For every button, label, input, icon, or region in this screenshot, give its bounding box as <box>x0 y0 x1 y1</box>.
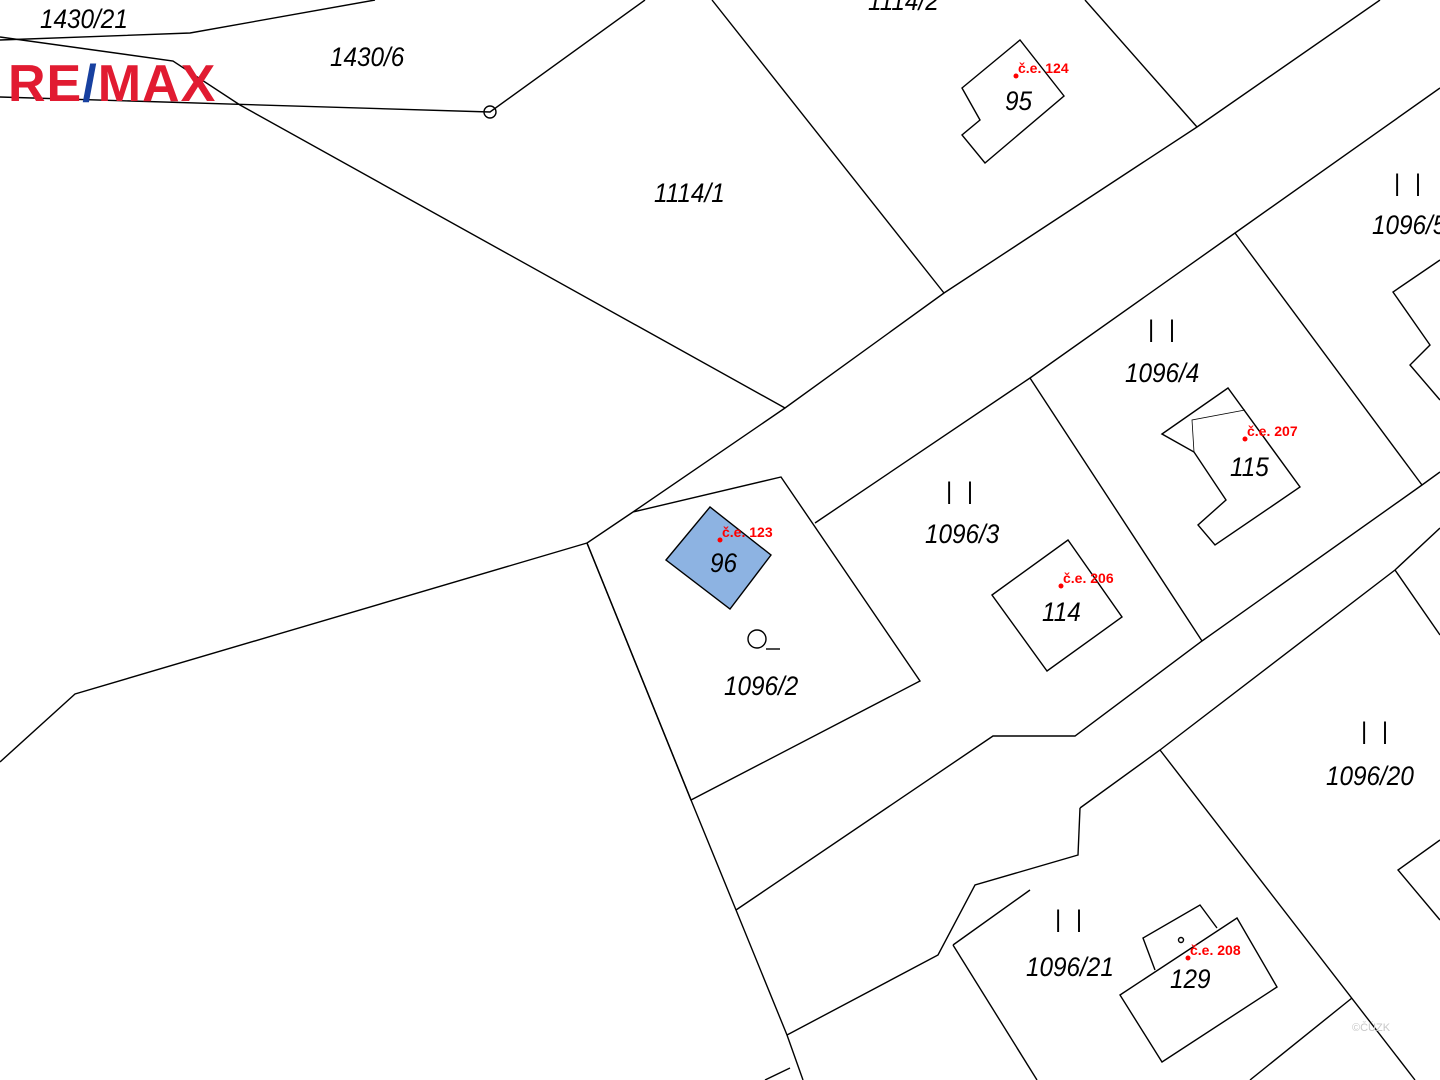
survey-point-icon <box>483 105 497 119</box>
building-114 <box>991 539 1123 672</box>
parcel-marker: | | <box>1055 906 1087 933</box>
parcel-label: 1430/21 <box>40 4 128 34</box>
ce-label: č.e. 123 <box>722 524 773 540</box>
parcel-marker: | | <box>1394 170 1426 197</box>
logo-text: RE <box>8 55 83 113</box>
building-number: 96 <box>710 548 738 578</box>
building-115 <box>1160 387 1301 546</box>
logo-slash: / <box>82 55 98 113</box>
parcel-marker: | | <box>946 478 978 505</box>
parcel-label: 1096/2 <box>724 671 799 701</box>
parcel-label: 1430/6 <box>330 42 405 72</box>
ce-label: č.e. 207 <box>1247 423 1298 439</box>
building-number: 95 <box>1005 86 1033 116</box>
building-number: 115 <box>1230 452 1269 482</box>
parcel-label: 1096/21 <box>1026 952 1114 982</box>
parcel-marker: | | <box>1148 316 1180 343</box>
parcel-marker: | | <box>1361 718 1393 745</box>
parcel-label: 1096/4 <box>1125 358 1200 388</box>
building-95 <box>961 39 1065 164</box>
ce-label: č.e. 124 <box>1018 60 1069 76</box>
ce-label: č.e. 206 <box>1063 570 1114 586</box>
parcel-label: 1096/5 <box>1372 210 1440 240</box>
parcel-label: 1114/2 <box>868 0 939 16</box>
building-number: 129 <box>1170 964 1211 994</box>
parcel-label: 1114/1 <box>654 178 725 208</box>
parcel-label: 1096/3 <box>925 519 1000 549</box>
building-129 <box>1119 917 1278 1063</box>
ce-label: č.e. 208 <box>1190 942 1241 958</box>
remax-logo: RE/MAX <box>8 58 216 110</box>
building-number: 114 <box>1042 597 1081 627</box>
building-96-highlighted <box>664 506 772 610</box>
watermark: ©ČÚZK <box>1352 1022 1391 1034</box>
logo-text: MAX <box>97 55 217 113</box>
parcel-label: 1096/20 <box>1326 761 1414 791</box>
